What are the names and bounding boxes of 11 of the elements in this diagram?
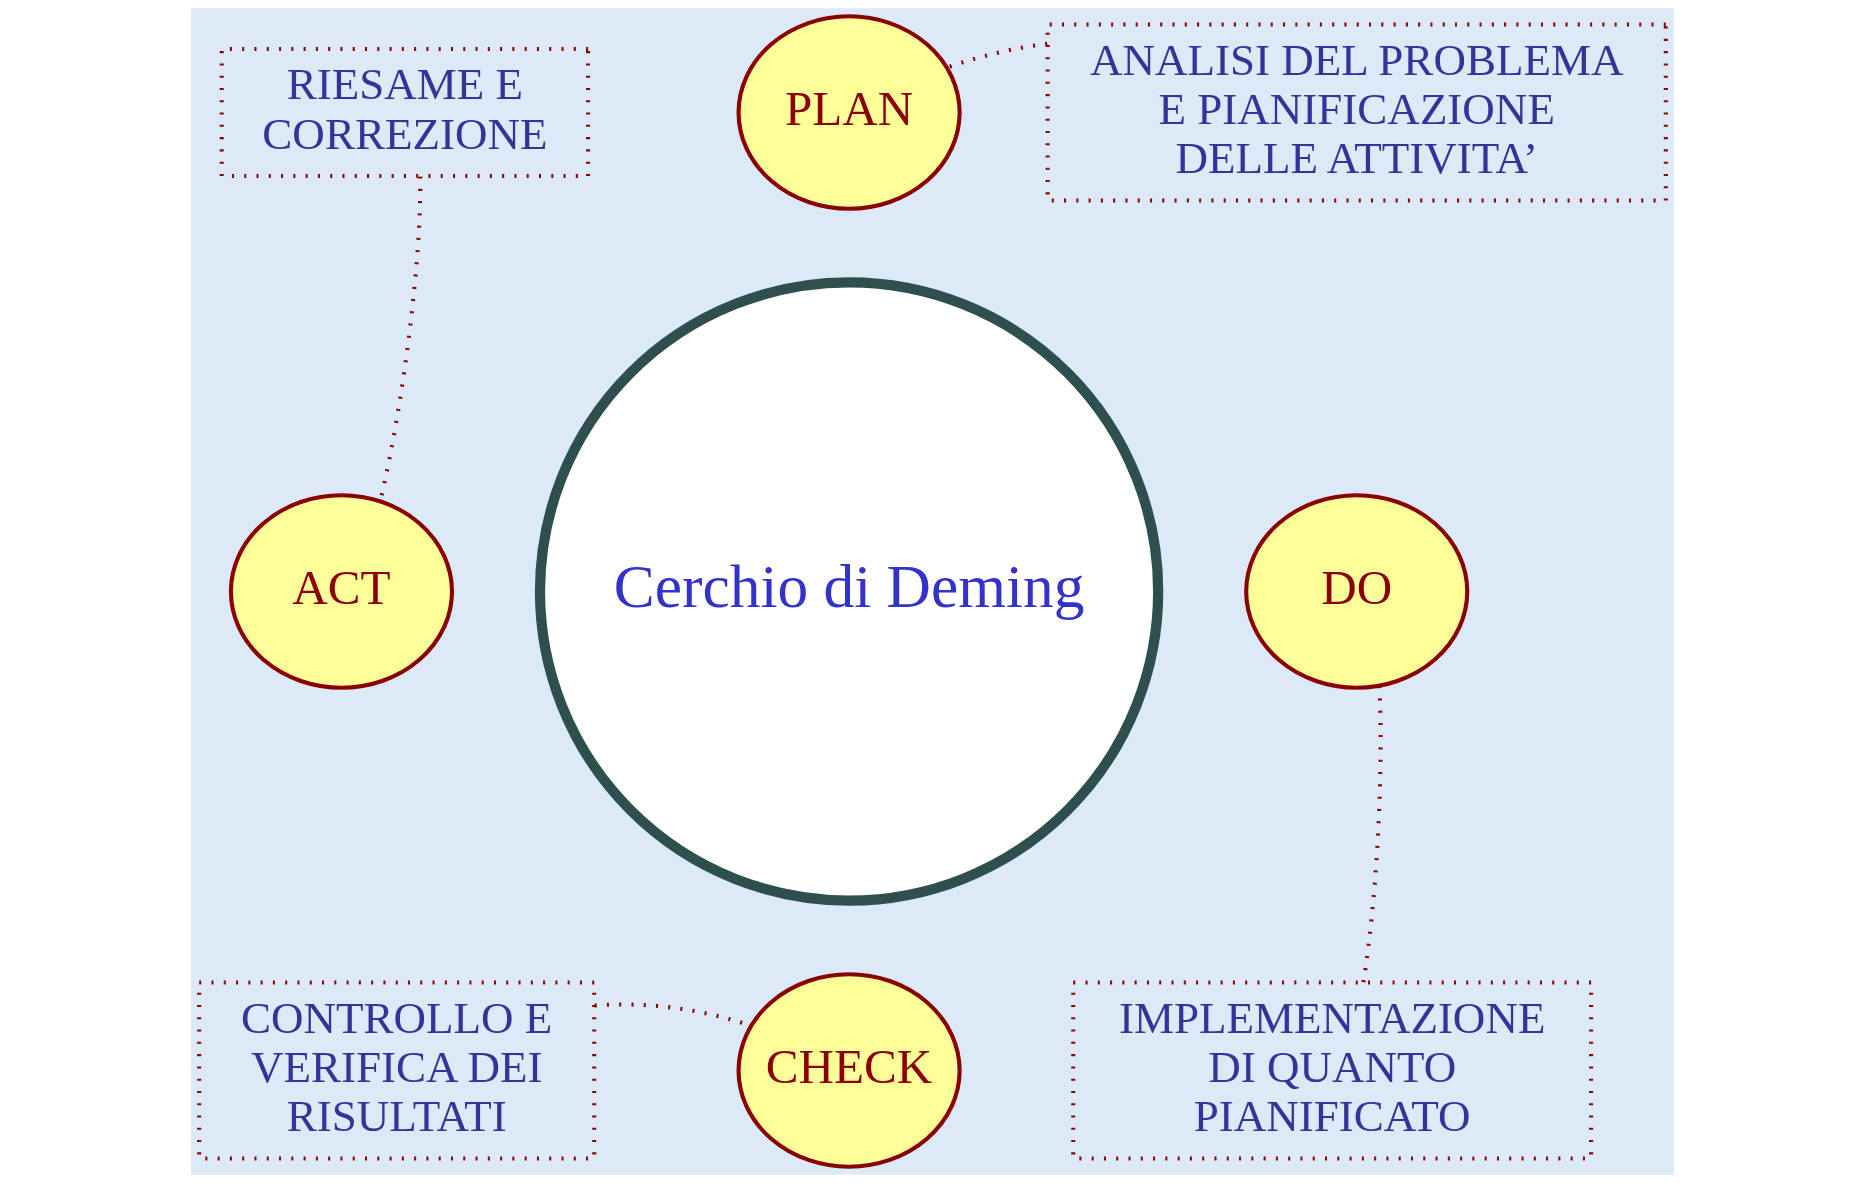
node-ellipse: DO: [1244, 493, 1470, 690]
node-ellipse: PLAN: [736, 14, 962, 211]
node-circle: Cerchio di Deming: [534, 277, 1164, 906]
node-box: ANALISI DEL PROBLEMA E PIANIFICAZIONE DELLE ATTIVITA’: [1045, 22, 1668, 203]
connector: [1361, 685, 1383, 983]
node-ellipse: ACT: [228, 493, 455, 690]
node-box: RIESAME E CORREZIONE: [219, 47, 591, 178]
node-box: CONTROLLO E VERIFICA DEI RISULTATI: [197, 980, 597, 1161]
node-ellipse: CHECK: [736, 972, 962, 1169]
connector: [946, 41, 1048, 70]
node-box: IMPLEMENTAZIONE DI QUANTO PIANIFICATO: [1071, 980, 1594, 1161]
